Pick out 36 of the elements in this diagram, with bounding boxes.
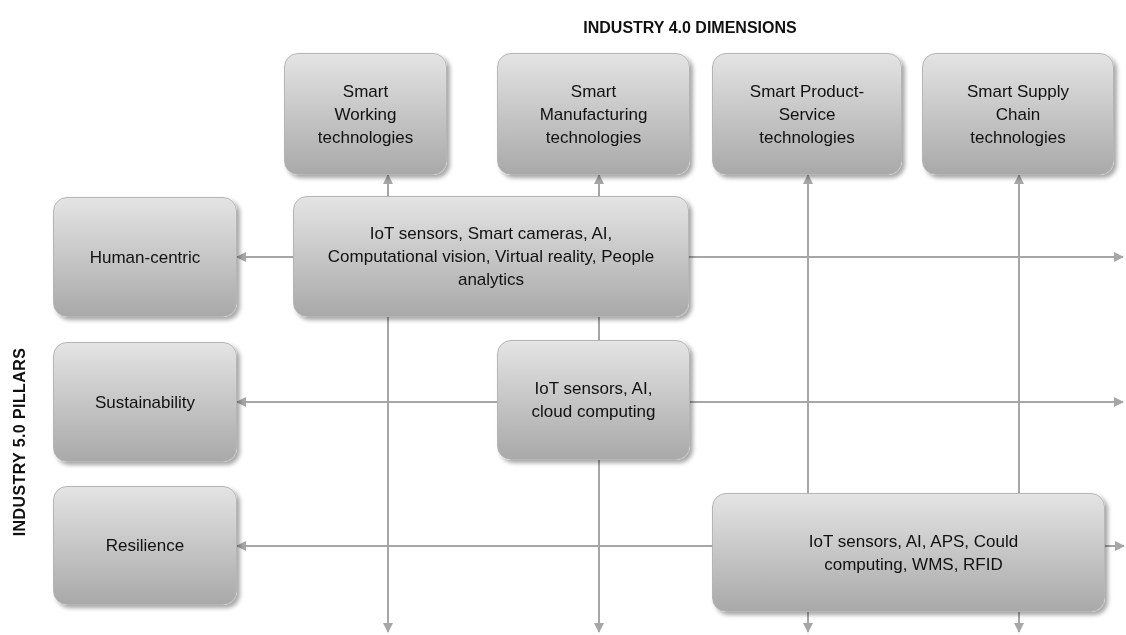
box-label: Resilience bbox=[105, 535, 185, 557]
box-label: IoT sensors, AI, cloud computing bbox=[530, 378, 657, 423]
process-box bbox=[497, 340, 690, 460]
process-box bbox=[293, 196, 689, 317]
arrow bbox=[688, 252, 1124, 262]
box-label: IoT sensors, Smart cameras, AI, Computational vision, Virtual reality, People analytics bbox=[326, 223, 656, 291]
process-box bbox=[53, 486, 237, 605]
box-label: Sustainability bbox=[94, 391, 196, 414]
process-box bbox=[922, 53, 1114, 175]
box-label: Human-centric bbox=[89, 246, 201, 269]
arrow bbox=[594, 174, 604, 197]
arrow bbox=[236, 541, 713, 551]
process-box bbox=[712, 53, 902, 175]
arrow bbox=[236, 397, 498, 407]
arrow bbox=[236, 252, 294, 262]
box-label: Smart Manufacturing technologies bbox=[538, 80, 649, 149]
arrow bbox=[383, 174, 393, 197]
process-box bbox=[497, 53, 690, 175]
box-label: Smart Supply Chain technologies bbox=[965, 80, 1070, 149]
process-box bbox=[53, 342, 237, 462]
arrow bbox=[1104, 541, 1125, 551]
arrow bbox=[803, 174, 813, 494]
box-label: IoT sensors, AI, APS, Could computing, WMS, RFID bbox=[807, 530, 1020, 576]
box-label: Smart Working technologies bbox=[317, 80, 414, 149]
arrow bbox=[383, 316, 393, 633]
process-box bbox=[284, 53, 447, 175]
arrow bbox=[803, 611, 813, 633]
axis-title: INDUSTRY 5.0 PILLARS bbox=[10, 346, 29, 539]
arrow bbox=[1014, 174, 1024, 494]
process-box bbox=[712, 493, 1105, 612]
arrow bbox=[1014, 611, 1024, 633]
arrow bbox=[594, 459, 604, 633]
box-label: Smart Product-Service technologies bbox=[748, 80, 866, 149]
diagram-title: INDUSTRY 4.0 DIMENSIONS bbox=[582, 18, 798, 38]
arrow bbox=[689, 397, 1124, 407]
process-box bbox=[53, 197, 237, 317]
